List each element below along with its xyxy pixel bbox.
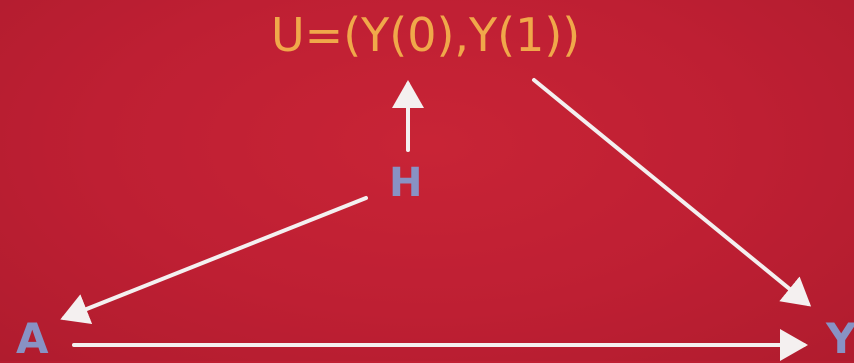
node-h: H [389,160,423,206]
node-u-potential-outcomes: U=(Y(0),Y(1)) [271,8,581,62]
arrow-u-to-y [532,78,812,307]
arrow-h-to-a [60,196,368,325]
node-y: Y [826,314,854,363]
node-a: A [16,314,49,363]
